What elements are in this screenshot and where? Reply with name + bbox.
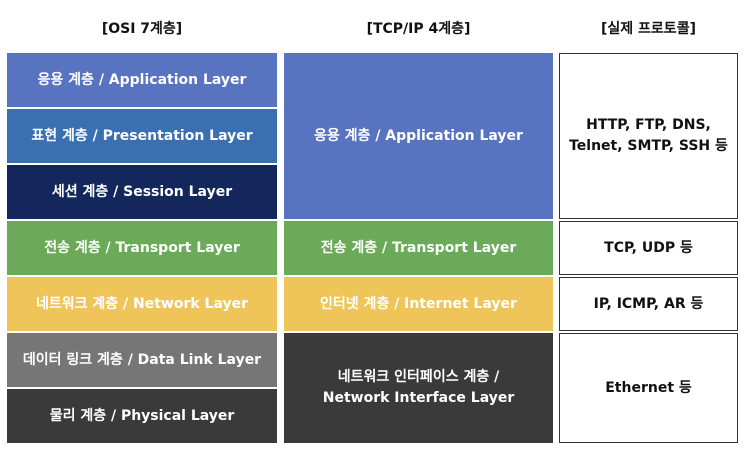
tcpip-network-interface-label-line1: 네트워크 인터페이스 계층 / — [337, 369, 500, 385]
transport-protocols: TCP, UDP 등 — [559, 221, 738, 275]
application-protocols-line2: Telnet, SMTP, SSH 등 — [569, 138, 728, 154]
osi-network-layer: 네트워크 계층 / Network Layer — [7, 277, 277, 331]
tcpip-network-interface-layer: 네트워크 인터페이스 계층 / Network Interface Layer — [284, 333, 553, 443]
osi-physical-layer: 물리 계층 / Physical Layer — [7, 389, 277, 443]
osi-session-layer: 세션 계층 / Session Layer — [7, 165, 277, 219]
tcpip-network-interface-label-line2: Network Interface Layer — [322, 390, 515, 406]
osi-data-link-layer: 데이터 링크 계층 / Data Link Layer — [7, 333, 277, 387]
tcpip-internet-layer: 인터넷 계층 / Internet Layer — [284, 277, 553, 331]
osi-header: [OSI 7계층] — [101, 21, 183, 37]
tcpip-header: [TCP/IP 4계층] — [366, 21, 471, 37]
link-protocols-text: Ethernet 등 — [605, 379, 692, 396]
application-protocols: HTTP, FTP, DNS, Telnet, SMTP, SSH 등 — [559, 53, 738, 219]
osi-application-layer: 응용 계층 / Application Layer — [7, 53, 277, 107]
osi-transport-layer: 전송 계층 / Transport Layer — [7, 221, 277, 275]
protocols-header: [실제 프로토콜] — [601, 21, 696, 37]
osi-presentation-layer: 표현 계층 / Presentation Layer — [7, 109, 277, 163]
internet-protocols-text: IP, ICMP, AR 등 — [593, 295, 704, 312]
transport-protocols-text: TCP, UDP 등 — [604, 239, 693, 256]
link-protocols: Ethernet 등 — [559, 333, 738, 443]
tcpip-transport-layer: 전송 계층 / Transport Layer — [284, 221, 553, 275]
internet-protocols: IP, ICMP, AR 등 — [559, 277, 738, 331]
application-protocols-line1: HTTP, FTP, DNS, — [586, 117, 711, 133]
tcpip-application-layer: 응용 계층 / Application Layer — [284, 53, 553, 219]
